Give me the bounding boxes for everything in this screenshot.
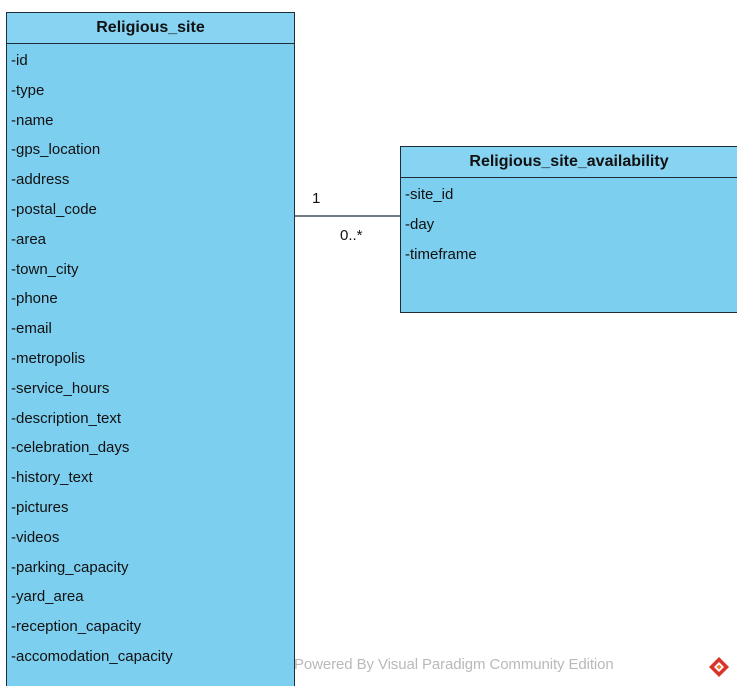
multiplicity-source: 1 bbox=[312, 190, 321, 207]
attribute-service-hours: -service_hours bbox=[11, 379, 110, 397]
attribute-type: -type bbox=[11, 81, 45, 99]
class-name: Religious_site_availability bbox=[401, 147, 737, 178]
attribute-phone: -phone bbox=[11, 290, 58, 308]
attribute-postal-code: -postal_code bbox=[11, 200, 97, 218]
attribute-yard-area: -yard_area bbox=[11, 588, 84, 606]
attribute-gps-location: -gps_location bbox=[11, 141, 101, 159]
class-name: Religious_site bbox=[7, 13, 294, 44]
attribute-day: -day bbox=[405, 215, 435, 233]
attribute-reception-capacity: -reception_capacity bbox=[11, 618, 142, 636]
class-religious-site-availability[interactable]: Religious_site_availability -site_id -da… bbox=[400, 146, 737, 313]
attribute-metropolis: -metropolis bbox=[11, 349, 86, 367]
visual-paradigm-logo-icon bbox=[709, 657, 729, 677]
attribute-parking-capacity: -parking_capacity bbox=[11, 558, 129, 576]
attribute-description-text: -description_text bbox=[11, 409, 122, 427]
attribute-email: -email bbox=[11, 320, 52, 338]
class-religious-site[interactable]: Religious_site -id -type -name -gps_loca… bbox=[6, 12, 295, 686]
attribute-name: -name bbox=[11, 111, 54, 129]
attribute-list: -site_id -day -timeframe bbox=[401, 178, 737, 269]
attribute-timeframe: -timeframe bbox=[405, 245, 477, 263]
attribute-videos: -videos bbox=[11, 528, 60, 546]
attribute-id: -id bbox=[11, 52, 28, 69]
watermark-text: Powered By Visual Paradigm Community Edi… bbox=[294, 656, 614, 673]
attribute-list: -id -type -name -gps_location -address -… bbox=[7, 44, 294, 672]
attribute-site-id: -site_id bbox=[405, 186, 454, 203]
attribute-address: -address bbox=[11, 171, 70, 189]
attribute-celebration-days: -celebration_days bbox=[11, 439, 130, 457]
attribute-history-text: -history_text bbox=[11, 469, 93, 487]
attribute-pictures: -pictures bbox=[11, 498, 69, 516]
attribute-area: -area bbox=[11, 230, 47, 248]
attribute-town-city: -town_city bbox=[11, 260, 79, 278]
attribute-accomodation-capacity: -accomodation_capacity bbox=[11, 647, 173, 665]
multiplicity-target: 0..* bbox=[340, 227, 363, 244]
